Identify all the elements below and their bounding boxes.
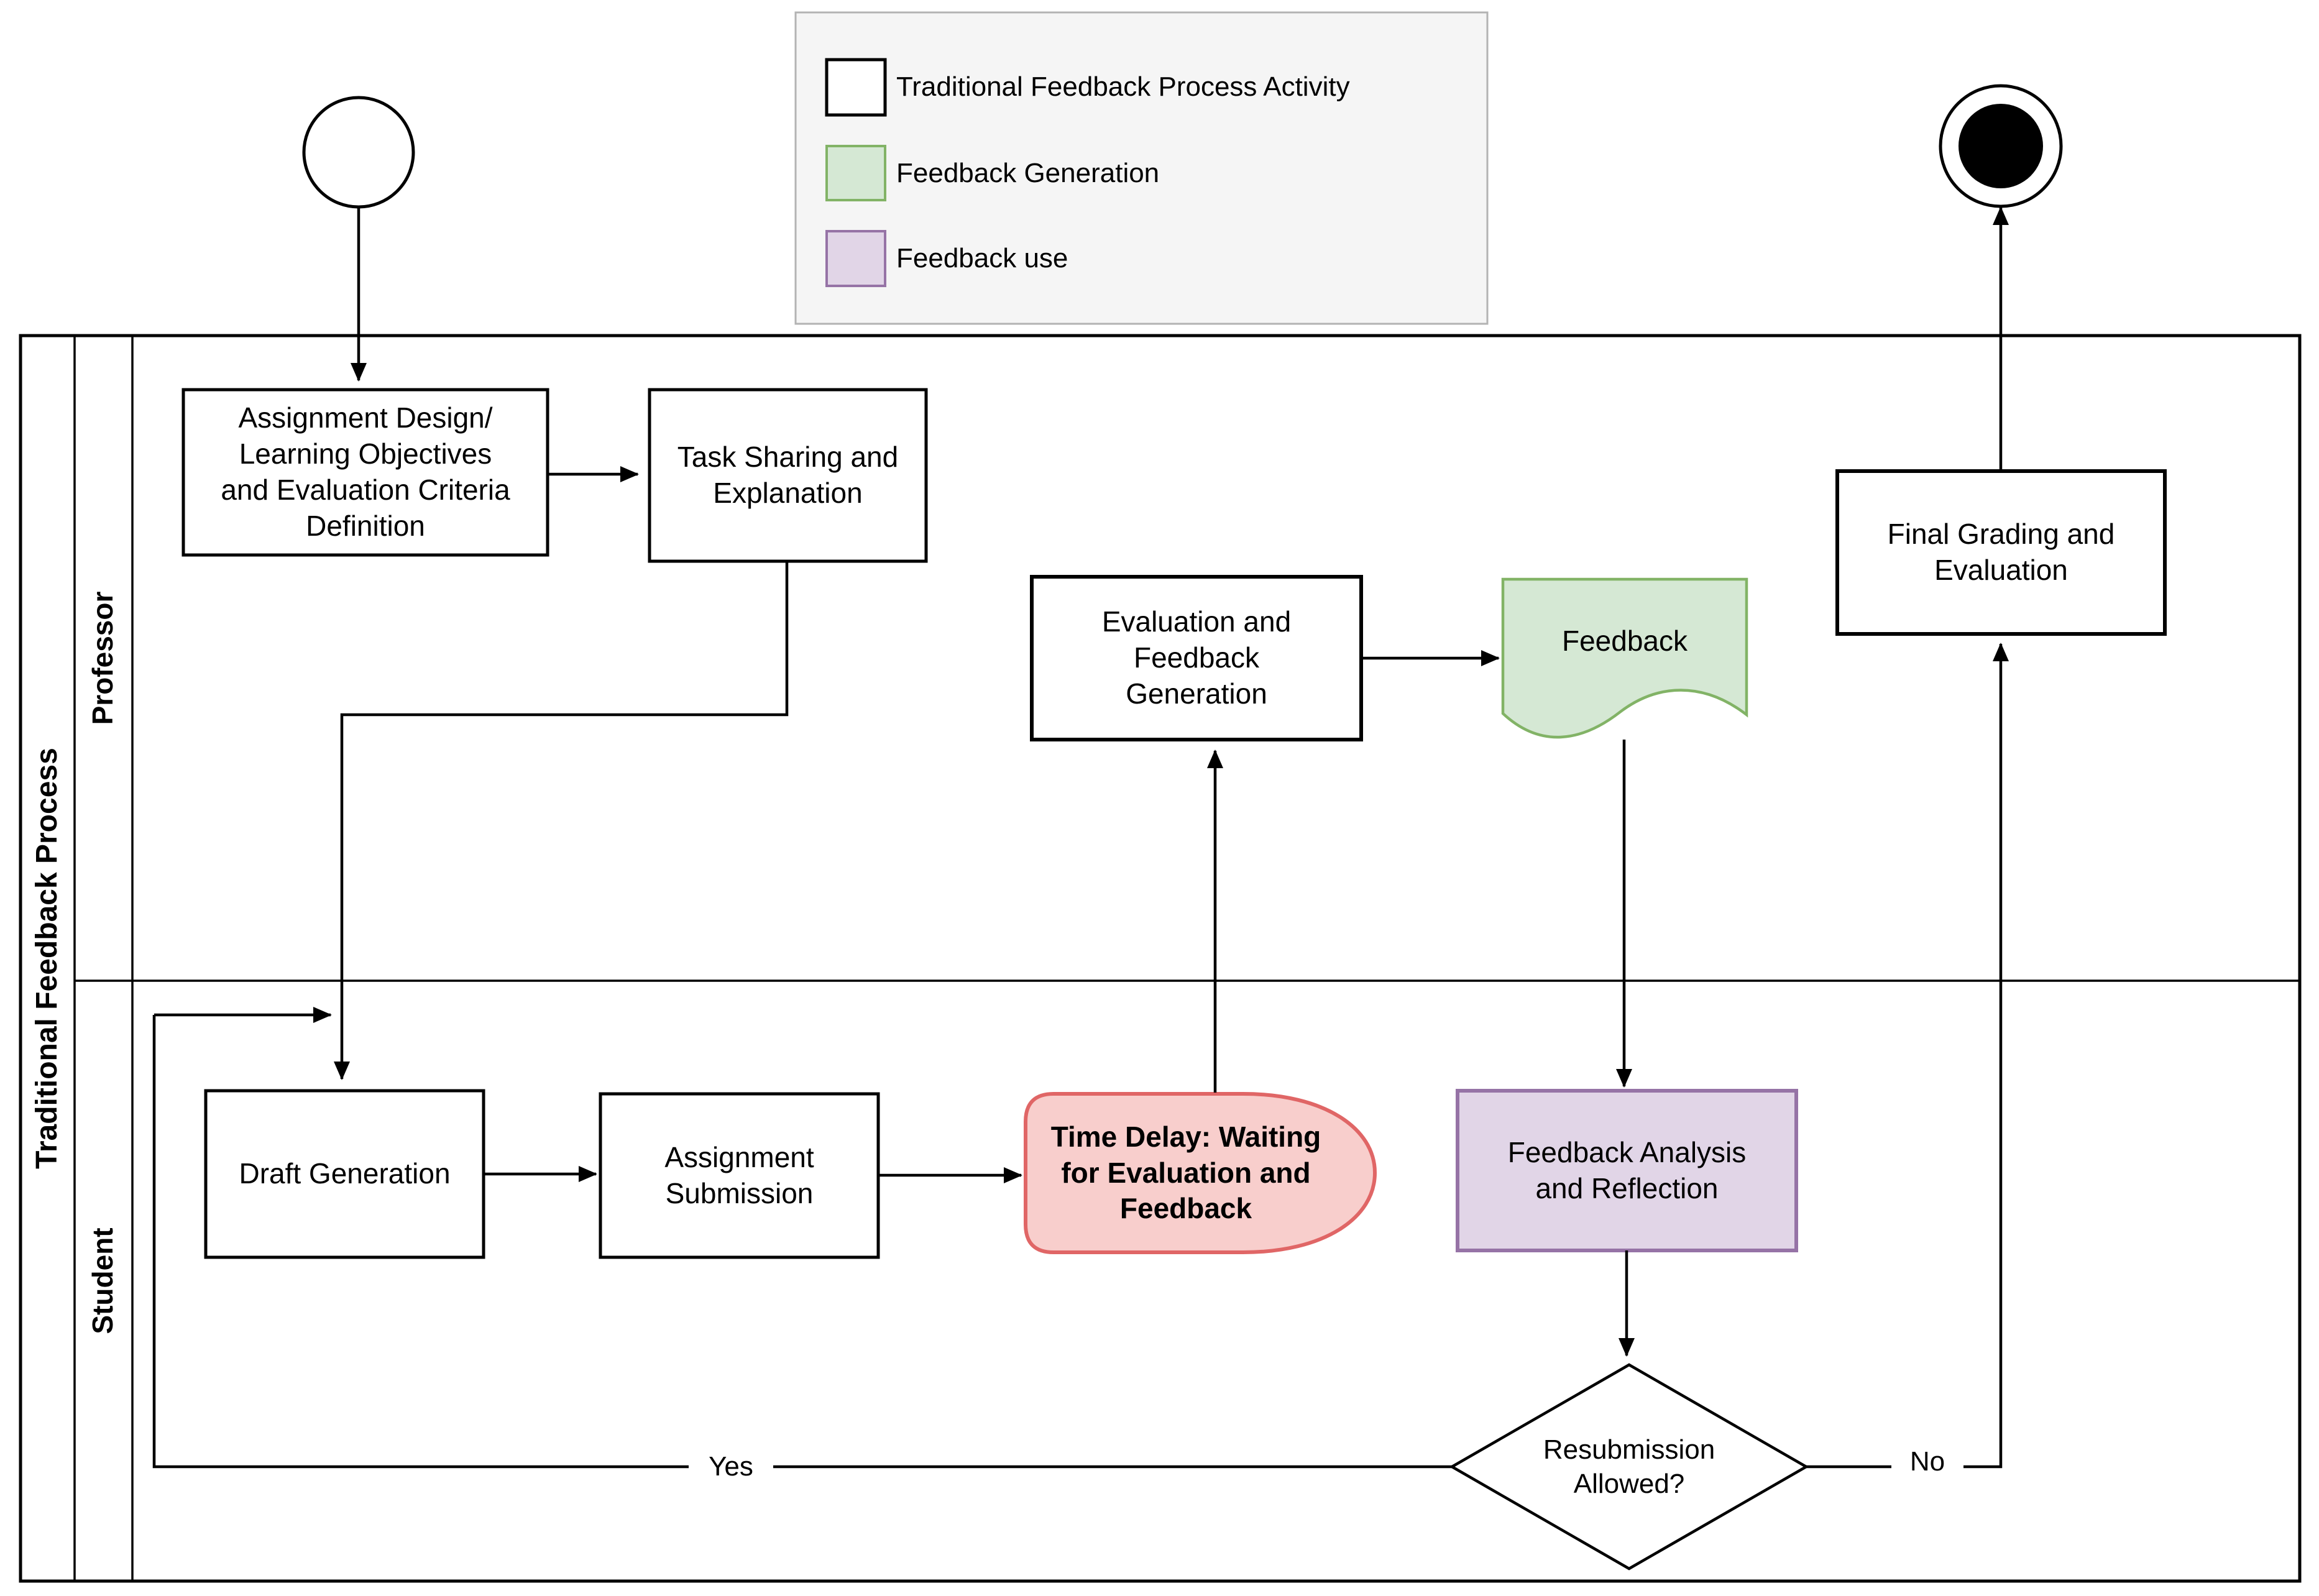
- legend-label-generation: Feedback Generation: [896, 158, 1160, 189]
- time-delay-label: Time Delay: Waiting for Evaluation and F…: [1050, 1120, 1321, 1225]
- legend-swatch-activity: [825, 58, 887, 117]
- feedback-document-shape: [1501, 577, 1748, 739]
- resubmission-gateway-label: Resubmission Allowed?: [1543, 1434, 1715, 1499]
- sequence-flows: [152, 206, 2009, 1469]
- feedback-analysis-label: Feedback Analysis and Reflection: [1507, 1135, 1747, 1204]
- pool-title: Traditional Feedback Process: [30, 748, 63, 1169]
- legend-label-use: Feedback use: [896, 243, 1068, 274]
- swimlane-pool: [19, 334, 2302, 1583]
- task-sharing-label: Task Sharing and Explanation: [677, 441, 899, 509]
- lane-label-professor: Professor: [86, 591, 119, 725]
- draft-generation-label: Draft Generation: [239, 1157, 451, 1190]
- start-event-circle: [302, 96, 415, 209]
- feedback-analysis-box: [1456, 1089, 1798, 1252]
- assignment-design-label: Assignment Design/ Learning Objectives a…: [221, 401, 510, 542]
- end-event-circle: [1939, 84, 2063, 208]
- flow-task-sharing-to-draft: [334, 561, 789, 1080]
- legend-box: [794, 11, 1489, 325]
- assignment-submission-label: Assignment Submission: [664, 1140, 814, 1209]
- final-grading-box: [1835, 469, 2167, 636]
- assignment-submission-box: [599, 1092, 880, 1259]
- resubmission-gateway-diamond: [1449, 1363, 1809, 1571]
- lane-label-student: Student: [86, 1227, 119, 1334]
- flow-no-to-final-grading: [1806, 643, 2009, 1469]
- evaluation-generation-box: [1030, 575, 1363, 741]
- legend-swatch-generation: [825, 145, 886, 201]
- no-edge-label: No: [1891, 1441, 1963, 1483]
- legend-swatch-use: [825, 230, 886, 287]
- final-grading-label: Final Grading and Evaluation: [1887, 518, 2115, 586]
- feedback-doc-label: Feedback: [1561, 625, 1688, 658]
- evaluation-generation-label: Evaluation and Feedback Generation: [1101, 605, 1292, 710]
- legend-label-activity: Traditional Feedback Process Activity: [896, 71, 1350, 103]
- flow-yes-loop: [152, 1015, 1452, 1469]
- time-delay-shape: [1024, 1092, 1377, 1254]
- yes-edge-label: Yes: [689, 1446, 773, 1488]
- assignment-design-box: [181, 388, 549, 557]
- draft-generation-box: [204, 1089, 485, 1259]
